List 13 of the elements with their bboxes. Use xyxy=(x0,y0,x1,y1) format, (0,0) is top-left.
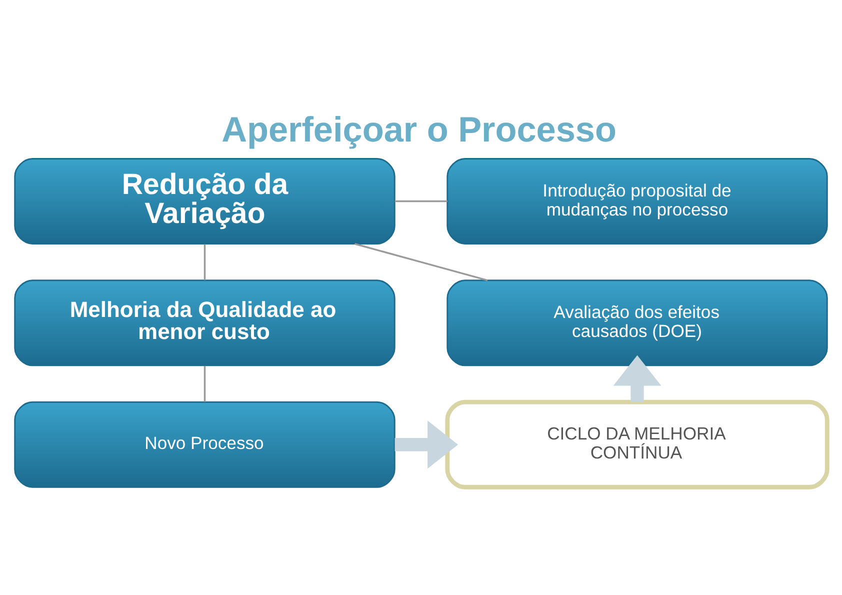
diagram-title: Aperfeiçoar o Processo xyxy=(222,110,616,149)
node-box: Redução da Variação xyxy=(14,157,396,244)
connector xyxy=(354,242,488,281)
node-box: Melhoria da Qualidade ao menor custo xyxy=(14,279,396,366)
arrow xyxy=(394,420,458,468)
connector xyxy=(204,244,206,280)
node-box: Avaliação dos efeitos causados (DOE) xyxy=(446,279,828,366)
connector xyxy=(204,365,206,402)
connector xyxy=(394,200,448,202)
node-box: Introdução proposital de mudanças no processo xyxy=(446,157,828,244)
node-box: CICLO DA MELHORIA CONTÍNUA xyxy=(445,399,830,489)
arrow xyxy=(613,354,662,402)
node-box: Novo Processo xyxy=(14,400,396,488)
